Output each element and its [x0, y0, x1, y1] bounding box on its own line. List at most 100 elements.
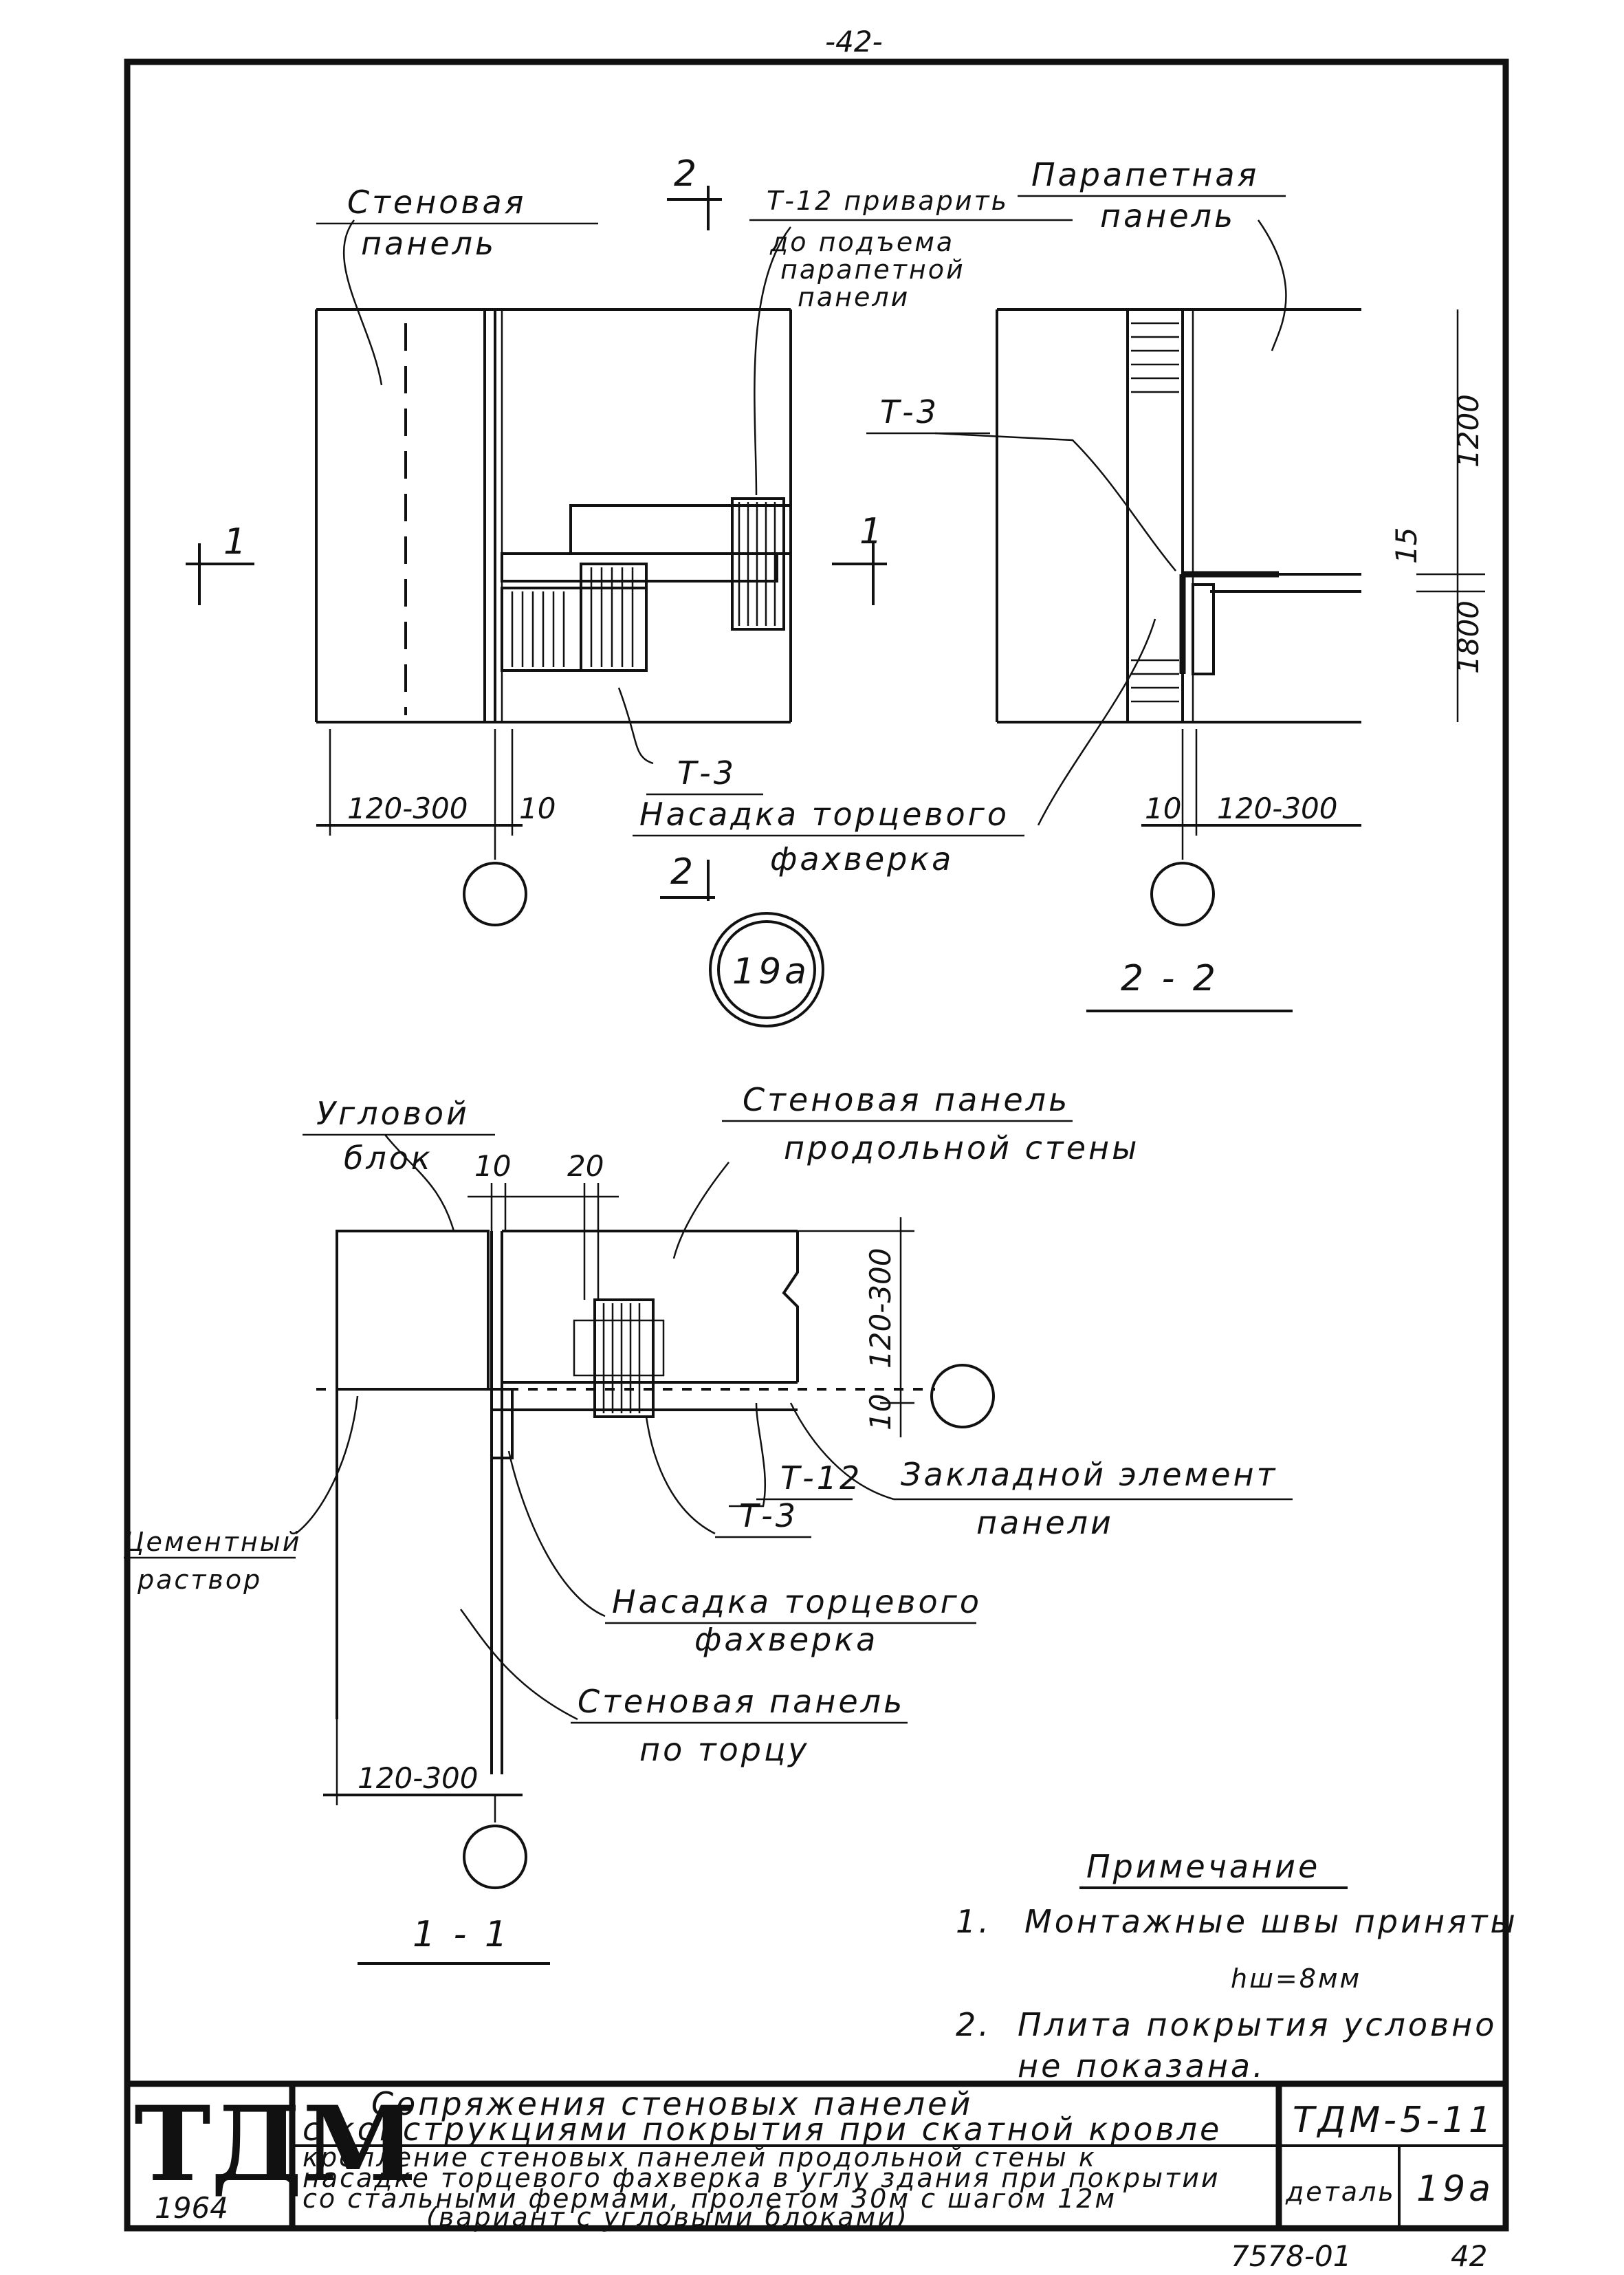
plan-label-wall-1: Стеновая — [347, 184, 526, 221]
s11-label-t12: Т-12 — [780, 1459, 862, 1496]
s22-dim-gap: 10 — [1145, 792, 1181, 825]
s11-corner-block — [336, 1230, 490, 1391]
plan-section-2-bottom-mark — [660, 860, 715, 901]
plan-t3-plate — [501, 587, 648, 672]
s11-dim-bottom: 120-300 — [358, 1761, 479, 1795]
notes-item2-text-1: Плита покрытия условно — [1018, 2006, 1497, 2043]
footer-page: 42 — [1451, 2239, 1487, 2273]
s11-t3-plate — [593, 1298, 655, 1418]
s22-hatch — [1131, 322, 1179, 703]
detail-mark-outer — [709, 912, 824, 1027]
tb-detail-value: 19а — [1416, 2168, 1494, 2210]
s11-dim-20: 20 — [567, 1149, 604, 1183]
plan-outline — [315, 308, 792, 723]
detail-mark-text: 19а — [732, 951, 810, 992]
tb-sub-3: со стальными фермами, пролетом 30м с шаг… — [303, 2184, 1117, 2214]
s11-label-long-1: Стеновая панель — [743, 1081, 1070, 1118]
s22-dim-right: 120-300 — [1217, 792, 1338, 825]
s11-dim-10: 10 — [474, 1149, 511, 1183]
plan-section-1-right-mark — [832, 543, 887, 605]
s11-label-nasadka-2: фахверка — [694, 1621, 878, 1658]
s11-label-end-2: по торцу — [639, 1731, 810, 1768]
plan-label-t12-4: панели — [798, 282, 910, 312]
s11-label-embedded-2: панели — [976, 1504, 1114, 1541]
plan-upper-block — [569, 504, 792, 555]
s11-leader-embedded — [789, 1402, 895, 1501]
s11-leader-mortar — [295, 1395, 359, 1534]
s22-dim-mid: 15 — [1390, 527, 1423, 564]
s11-label-end-1: Стеновая панель — [578, 1683, 905, 1720]
notes-item1-formula: hш=8мм — [1231, 1963, 1361, 1994]
s11-long-panel — [502, 1230, 799, 1384]
plan-label-t3: Т-3 — [677, 754, 736, 792]
s11-label-corner-1: Угловой — [316, 1095, 470, 1132]
notes-item2-num: 2. — [956, 2006, 991, 2043]
s11-label-mortar-1: Цементный — [124, 1527, 301, 1557]
plan-t12-hatch — [738, 502, 776, 626]
tb-year: 1964 — [155, 2191, 228, 2225]
tb-detail-label: деталь — [1285, 2177, 1396, 2207]
plan-leader-t12 — [754, 226, 791, 496]
s22-axis-bubble — [1150, 862, 1215, 926]
s11-leader-t3 — [645, 1416, 716, 1535]
plan-label-t12-2: до подъема — [769, 227, 954, 257]
tb-sub-1: крепление стеновых панелей продольной ст… — [303, 2142, 1097, 2173]
plan-label-nasadka-1: Насадка торцевого — [639, 796, 1009, 833]
plan-section-2-top: 2 — [674, 153, 700, 195]
s22-label-parapet-1: Парапетная — [1031, 156, 1259, 193]
plan-section-1-left: 1 — [223, 521, 250, 563]
s22-leader-t3 — [934, 432, 1176, 572]
plan-section-1-left-mark — [186, 543, 254, 605]
s11-t3-plate-2 — [573, 1319, 665, 1377]
title-block: ТДМ 1964 Сопряжения стеновых панелей с к… — [127, 2080, 1506, 2232]
tb-series: ТДМ-5-11 — [1293, 2100, 1495, 2141]
s11-title: 1 - 1 — [413, 1914, 511, 1955]
s22-dim-top: 1200 — [1451, 394, 1485, 468]
section-2-2: Парапетная панель Т-3 1200 15 1800 10 12… — [866, 156, 1485, 1012]
s22-outline — [996, 308, 1361, 723]
plan-label-t12-3: парапетной — [780, 254, 965, 285]
s11-label-corner-2: блок — [344, 1140, 433, 1177]
s22-title: 2 - 2 — [1121, 958, 1219, 999]
notes-item1-text: Монтажные швы приняты — [1024, 1903, 1518, 1940]
s11-dim-vert-10: 10 — [864, 1394, 897, 1430]
plan-leader-t3 — [617, 687, 654, 765]
s22-label-t3: Т-3 — [880, 393, 939, 431]
tb-stamp: ТДМ — [134, 2084, 417, 2205]
plan-label-wall-2: панель — [361, 225, 496, 262]
plan-dim-left: 120-300 — [347, 792, 468, 825]
s11-label-mortar-2: раствор — [137, 1565, 262, 1595]
s11-label-long-2: продольной стены — [784, 1129, 1139, 1166]
notes-item1-num: 1. — [956, 1903, 991, 1940]
page-number: -42- — [825, 25, 883, 58]
s11-dim-vert: 120-300 — [864, 1248, 897, 1369]
plan-t3-plate-2 — [580, 563, 648, 672]
plan-t3-hatch — [511, 567, 634, 667]
s11-leader-t12 — [729, 1402, 766, 1507]
s11-label-t3: Т-3 — [739, 1497, 798, 1534]
tb-sub-2: насадке торцевого фахверка в углу здания… — [303, 2163, 1220, 2193]
s11-label-embedded-1: Закладной элемент — [901, 1456, 1277, 1493]
s11-t3-hatch — [602, 1303, 641, 1413]
plan-axis-bubble — [463, 862, 527, 926]
notes: Примечание 1. Монтажные швы приняты hш=8… — [956, 1848, 1518, 2084]
notes-item2-text-2: не показана. — [1018, 2047, 1266, 2084]
s11-axis-bubble-bottom — [463, 1825, 527, 1889]
s22-angle-leg — [1192, 583, 1215, 675]
s22-dim-bottom: 1800 — [1451, 600, 1485, 674]
notes-heading: Примечание — [1086, 1848, 1320, 1885]
plan-section-2-top-mark — [667, 186, 722, 230]
plan-section-1-right: 1 — [859, 511, 886, 552]
sheet-frame — [124, 58, 1509, 2232]
plan-view: Стеновая панель Т-12 приварить до подъем… — [186, 153, 1156, 1027]
s11-leader-long — [672, 1162, 729, 1259]
s11-nasadka — [490, 1388, 514, 1459]
s22-leader-parapet — [1257, 219, 1287, 351]
s11-axis-bubble-right — [930, 1364, 995, 1428]
s11-label-nasadka-1: Насадка торцевого — [612, 1583, 982, 1620]
tb-title-2: с конструкциями покрытия при скатной кро… — [303, 2111, 1222, 2148]
detail-mark-inner — [717, 920, 816, 1019]
plan-t12-plate — [731, 497, 785, 631]
plan-leader-wall — [342, 219, 383, 386]
